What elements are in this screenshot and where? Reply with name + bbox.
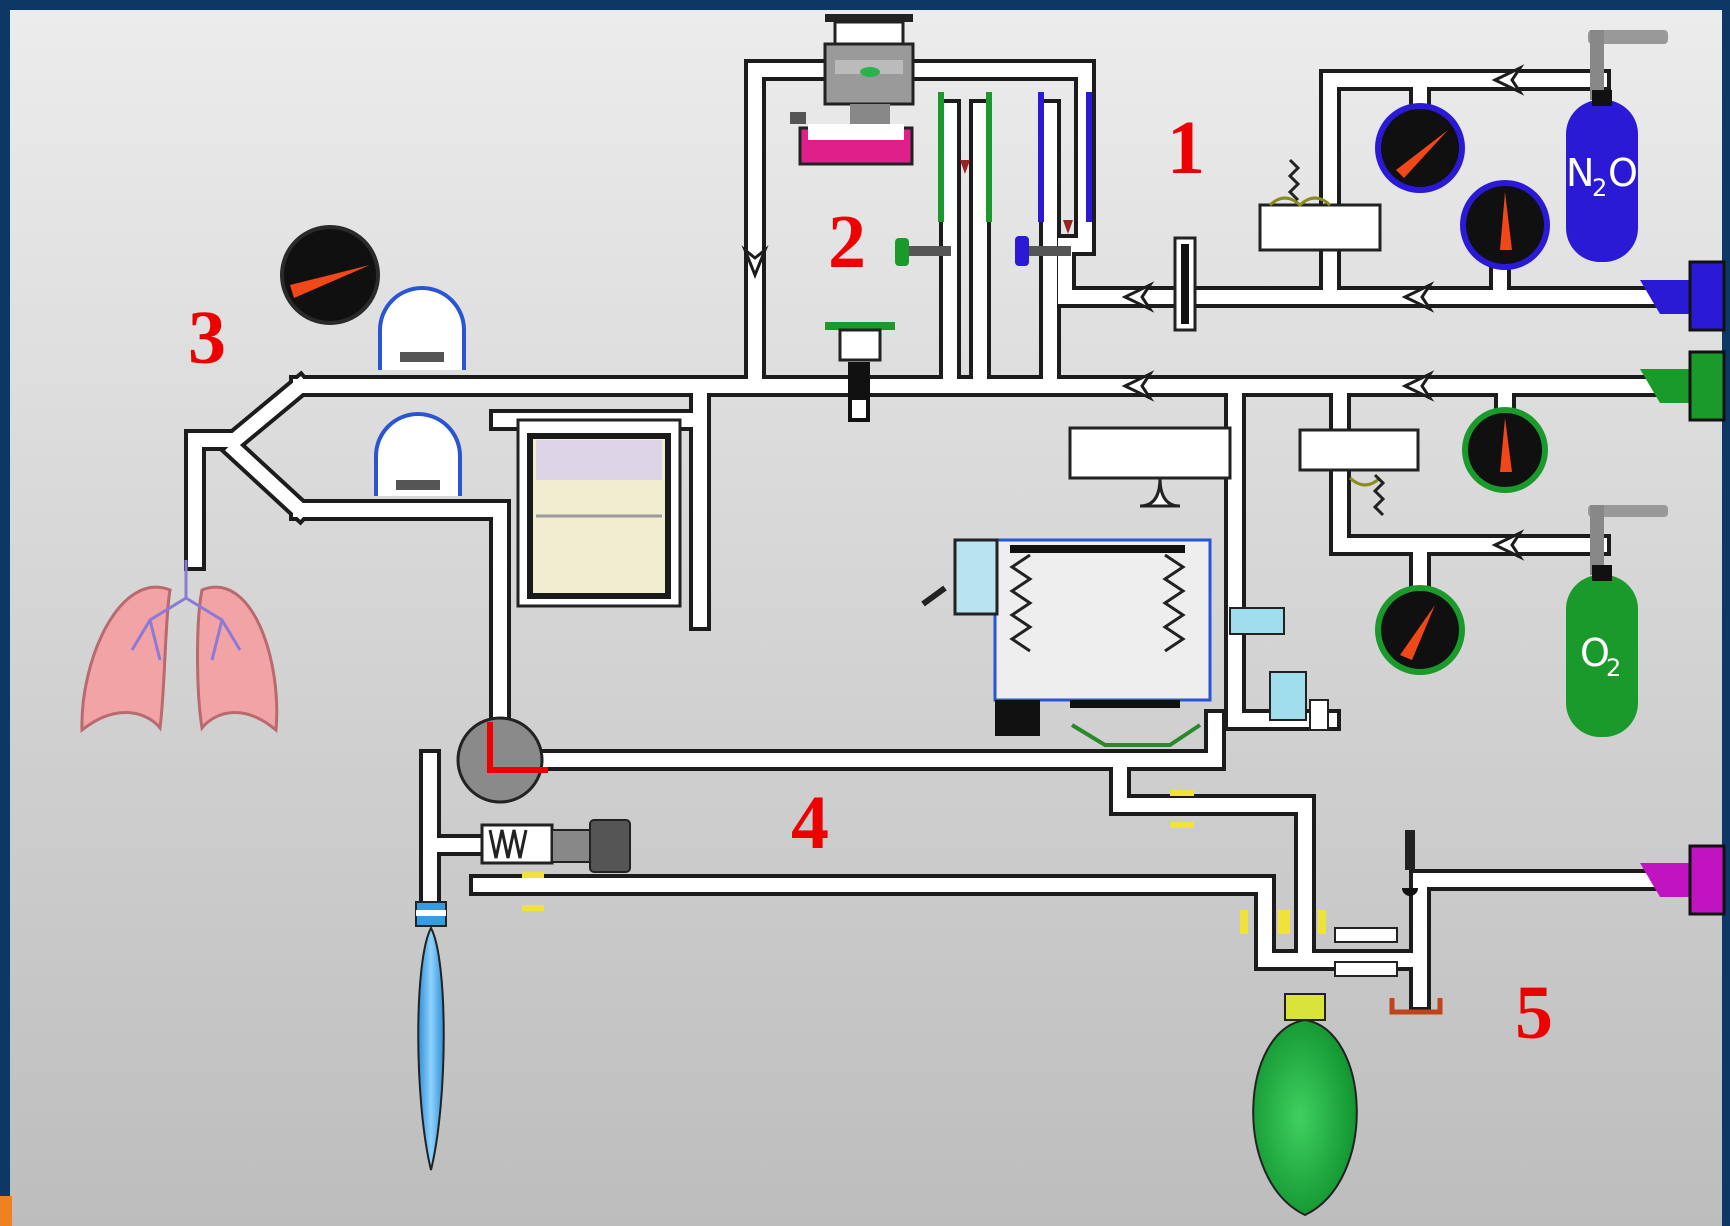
pressure-gauge-icon-o2-cylinder: [1375, 585, 1465, 675]
n2o-label-sub: 2: [1592, 174, 1607, 202]
check-valve-icons: [741, 64, 1525, 561]
unidirectional-valve-icon: [456, 716, 548, 804]
pressure-gauge-icon-n2o-cylinder: [1460, 180, 1550, 270]
yellow-connector-marks: [522, 790, 1326, 934]
lungs-icon: [80, 560, 279, 734]
pressure-regulator-upper: [1258, 158, 1382, 252]
flow-control-knob-n2o: [1015, 236, 1071, 266]
apl-valve-icon: [480, 819, 631, 873]
o2-label-sub: 2: [1606, 654, 1621, 682]
o2-cylinder-icon: O 2: [1566, 505, 1668, 737]
flowmeter-tube-icon-n2o: [1038, 92, 1092, 234]
breathing-bag-icon-reservoir: [1252, 993, 1358, 1217]
relief-valve-icons: [1229, 607, 1329, 731]
pipeline-inlet-o2: [1640, 350, 1726, 422]
label-4: 4: [791, 781, 829, 865]
pressure-regulator-lower: [1298, 428, 1420, 517]
ventilator-bellows-icon: [921, 538, 1212, 747]
vaporizer-icon: [790, 14, 915, 166]
pressure-gauge-icon-n2o-supply: [1375, 103, 1465, 193]
flowmeter-tube-icon-o2: [938, 92, 992, 222]
o2-label-main: O: [1580, 631, 1610, 675]
n2o-label-main: N: [1566, 151, 1594, 195]
co2-absorber-canister-icon: [516, 418, 682, 608]
pressure-gauge-icon-circuit: [280, 225, 380, 325]
o2-flush-valve-icon: [825, 322, 895, 422]
n2o-cylinder-icon: N 2 O: [1566, 30, 1668, 262]
corner-accent: [0, 1196, 12, 1226]
diagram-background: [10, 10, 1722, 1226]
diagram-labels: 1 2 3 4 5: [188, 106, 1553, 1055]
bag-connector-fittings: [1334, 830, 1443, 1015]
drive-gas-valve: [1068, 426, 1232, 508]
pipeline-inlet-air: [1640, 844, 1726, 916]
pipeline-inlet-n2o: [1640, 260, 1726, 332]
label-2: 2: [828, 200, 866, 284]
n2o-label-tail: O: [1608, 151, 1638, 195]
label-1: 1: [1167, 106, 1205, 190]
pressure-gauge-icon-o2-supply: [1462, 407, 1548, 493]
breathing-bag-icon-exhaust: [415, 901, 447, 1171]
inspiratory-valve-dome: [378, 286, 466, 370]
expiratory-valve-dome: [374, 412, 462, 496]
label-5: 5: [1515, 971, 1553, 1055]
flow-control-knob-o2: [895, 238, 951, 266]
pipeline-junction: [1173, 236, 1197, 332]
label-3: 3: [188, 296, 226, 380]
